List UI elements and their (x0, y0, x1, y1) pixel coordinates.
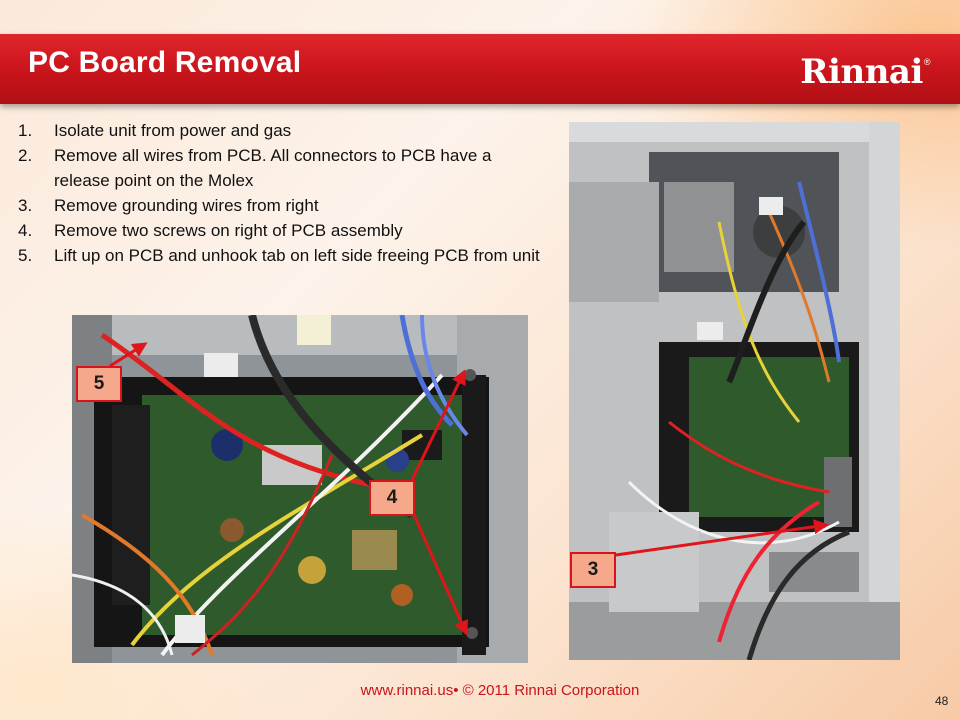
step-number: 3. (18, 196, 33, 215)
step-number: 5. (18, 246, 33, 265)
step-text: Remove two screws on right of PCB assemb… (54, 221, 403, 240)
step-number: 1. (18, 121, 33, 140)
step-item: 1. Isolate unit from power and gas (18, 118, 543, 143)
arrow-to-lower-screw (410, 509, 469, 636)
step-text: Isolate unit from power and gas (54, 121, 292, 140)
slide-title: PC Board Removal (28, 46, 302, 79)
unit-interior-photo (569, 122, 900, 660)
step-text: Remove grounding wires from right (54, 196, 319, 215)
callout-step-4: 4 (369, 480, 415, 516)
arrow-to-ground-wires (615, 519, 829, 557)
arrow-to-upper-screw (410, 369, 466, 481)
pcb-front-illustration (72, 315, 528, 663)
page-number: 48 (935, 694, 949, 708)
rinnai-logo: Rinnai® (800, 52, 930, 92)
step-text: Lift up on PCB and unhook tab on left si… (54, 246, 540, 265)
pcb-photo-front (72, 315, 528, 663)
step-item: 2. Remove all wires from PCB. All connect… (18, 143, 543, 193)
step-item: 4. Remove two screws on right of PCB asse… (18, 218, 543, 243)
step-list: 1. Isolate unit from power and gas 2. Remo… (18, 118, 543, 268)
step-number: 4. (18, 221, 33, 240)
arrow-to-tab (109, 342, 148, 368)
step-item: 3. Remove grounding wires from right (18, 193, 543, 218)
step-item: 5. Lift up on PCB and unhook tab on left … (18, 243, 543, 268)
callout-step-5: 5 (76, 366, 122, 402)
step-number: 2. (18, 146, 33, 165)
title-bar: PC Board Removal Rinnai® (0, 34, 960, 104)
callout-step-3: 3 (570, 552, 616, 588)
registered-mark: ® (923, 57, 931, 67)
step-text: Remove all wires from PCB. All connector… (54, 146, 492, 190)
footer-link[interactable]: www.rinnai.us• © 2011 Rinnai Corporation (360, 682, 640, 699)
unit-interior-illustration (569, 122, 900, 660)
logo-text: Rinnai (800, 52, 923, 92)
